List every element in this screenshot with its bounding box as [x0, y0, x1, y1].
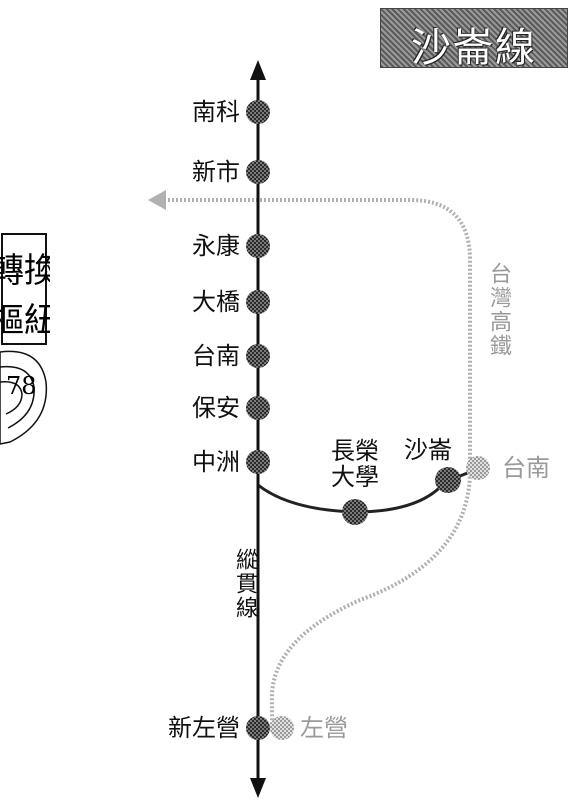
- station-label-xinshi: 新市: [192, 158, 240, 186]
- station-label-xinzuoying: 新左營: [168, 714, 240, 742]
- station-label-nanke: 南科: [192, 98, 240, 126]
- emblem-decoration: 轉換 樞紐 78: [0, 233, 50, 445]
- station-dot-yongkang: [246, 234, 270, 258]
- title-banner: 沙崙線: [380, 8, 568, 71]
- station-dot-zhongzhou: [246, 450, 270, 474]
- station-label-changjung: 長榮 大學: [320, 438, 390, 490]
- main-line-label: 縱貫線: [232, 548, 257, 620]
- station-dot-xinshi: [246, 160, 270, 184]
- station-dot-xinzuoying: [246, 716, 270, 740]
- hsr-dot-tainan: [466, 456, 490, 480]
- station-label-tainan: 台南: [192, 342, 240, 370]
- station-label-changjung-line1: 長榮: [331, 437, 379, 465]
- station-dot-nanke: [246, 100, 270, 124]
- station-label-shalun: 沙崙: [404, 436, 452, 464]
- main-arrow-bottom: [250, 778, 266, 798]
- main-arrow-top: [250, 60, 266, 80]
- station-label-yongkang: 永康: [192, 232, 240, 260]
- emblem-number: 78: [6, 372, 37, 400]
- station-dot-tainan: [246, 344, 270, 368]
- station-label-zhongzhou: 中洲: [192, 448, 240, 476]
- hsr-line: [160, 198, 472, 730]
- station-dot-baoan: [246, 396, 270, 420]
- station-label-daqiao: 大橋: [192, 288, 240, 316]
- hsr-station-label-zuoying: 左營: [300, 714, 348, 742]
- emblem-text-2: 樞紐: [0, 301, 50, 341]
- hsr-station-label-tainan: 台南: [502, 454, 550, 482]
- station-label-baoan: 保安: [192, 394, 240, 422]
- station-label-changjung-line2: 大學: [331, 463, 379, 491]
- hsr-arrow-left: [148, 190, 166, 210]
- station-dot-changjung: [342, 499, 368, 525]
- station-dot-daqiao: [246, 290, 270, 314]
- station-dot-shalun: [435, 467, 461, 493]
- hsr-line-label: 台灣高鐵: [486, 262, 511, 358]
- emblem-text-1: 轉換: [0, 251, 50, 291]
- hsr-dot-zuoying: [270, 716, 294, 740]
- page-title: 沙崙線: [411, 25, 537, 71]
